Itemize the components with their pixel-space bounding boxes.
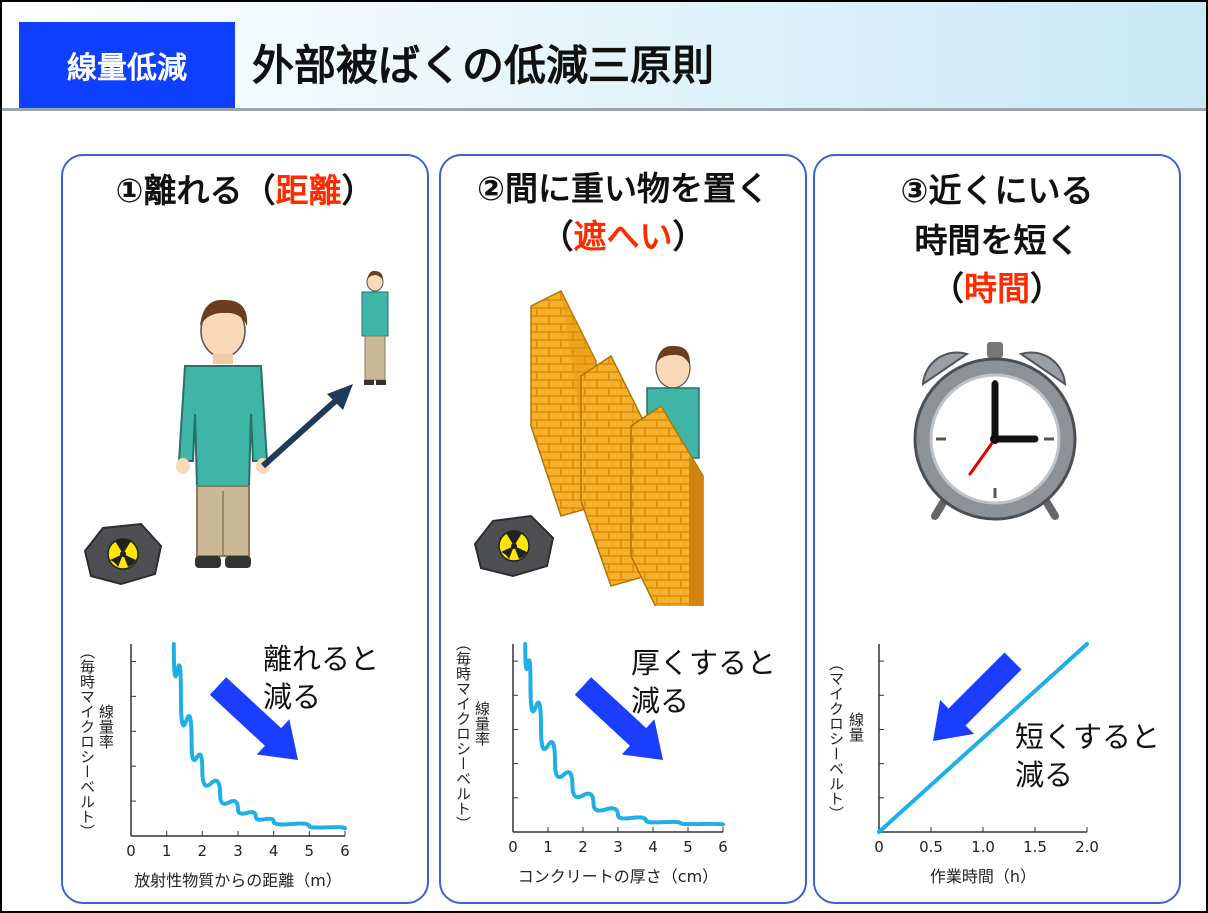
y-axis-unit: （毎時マイクロシーベルト） bbox=[78, 644, 96, 839]
alarm-clock-icon bbox=[913, 342, 1077, 521]
radioactive-rock-icon bbox=[83, 522, 163, 586]
panel-title-line2: 時間を短く bbox=[914, 221, 1080, 260]
time-chart: 0 0.5 1.0 1.5 2.0 作業時間（h） bbox=[874, 642, 1099, 886]
arrow-shape bbox=[209, 677, 298, 760]
panel-title-line1: ②間に重い物を置く bbox=[477, 169, 769, 208]
move-away-arrow bbox=[260, 393, 344, 469]
x-tick-label: 5 bbox=[683, 838, 693, 856]
arrow-shape bbox=[574, 677, 663, 760]
x-axis-label: コンクリートの厚さ（cm） bbox=[518, 867, 718, 886]
y-axis-label: 線量率 bbox=[473, 701, 491, 746]
y-axis-label: 線量率 bbox=[97, 704, 115, 749]
x-tick-label: 4 bbox=[269, 842, 279, 860]
x-tick-label: 0 bbox=[508, 838, 518, 856]
radioactive-rock-icon bbox=[473, 514, 555, 578]
header-bar: 線量低減 外部被ばくの低減三原則 bbox=[2, 2, 1206, 111]
x-tick-label: 1 bbox=[543, 838, 553, 856]
shielding-illustration bbox=[473, 289, 704, 606]
page-title: 外部被ばくの低減三原則 bbox=[252, 41, 715, 90]
decrease-arrow-icon bbox=[209, 677, 298, 760]
y-axis-unit: （毎時マイクロシーベルト） bbox=[454, 636, 472, 831]
panel-title-line2: （遮へい） bbox=[540, 217, 706, 256]
time-illustration bbox=[913, 342, 1077, 521]
annotation-text: 離れると 減る bbox=[263, 642, 380, 714]
x-tick-label: 0 bbox=[126, 842, 136, 860]
x-tick-label: 0 bbox=[874, 838, 884, 856]
x-tick-label: 6 bbox=[340, 842, 350, 860]
x-tick-label: 3 bbox=[613, 838, 623, 856]
panel-shielding: ②間に重い物を置く （遮へい） bbox=[439, 154, 807, 904]
data-series-line bbox=[523, 642, 725, 827]
x-tick-label: 1 bbox=[162, 842, 172, 860]
panel-time: ③近くにいる 時間を短く （時間） bbox=[813, 154, 1181, 904]
distance-illustration bbox=[83, 270, 389, 586]
x-tick-label: 2.0 bbox=[1075, 838, 1099, 856]
person-near-icon bbox=[176, 299, 270, 568]
x-tick-label: 6 bbox=[718, 838, 728, 856]
y-axis-unit: （マイクロシーベルト） bbox=[827, 656, 845, 821]
panel-title-line1: ③近くにいる bbox=[900, 171, 1094, 210]
panel-distance: ①離れる（距離） bbox=[61, 154, 429, 904]
keyword-time: 時間 bbox=[964, 269, 1030, 308]
x-axis-label: 作業時間（h） bbox=[930, 867, 1036, 886]
data-series-line bbox=[171, 642, 347, 831]
distance-chart: 0 1 2 3 4 5 6 放射性物質からの距離（m） bbox=[126, 642, 350, 890]
brick-wall-icon bbox=[530, 289, 704, 606]
panel-title: ①離れる（距離） bbox=[115, 171, 375, 210]
x-tick-label: 1.5 bbox=[1023, 838, 1047, 856]
decrease-arrow-icon bbox=[933, 652, 1022, 741]
decrease-arrow-icon bbox=[574, 677, 663, 760]
category-tag: 線量低減 bbox=[19, 22, 235, 108]
keyword-distance: 距離 bbox=[275, 171, 342, 210]
arrow-shape bbox=[933, 652, 1022, 741]
x-tick-label: 1.0 bbox=[971, 838, 995, 856]
x-tick-label: 2 bbox=[578, 838, 588, 856]
annotation-text: 厚くすると 減る bbox=[631, 646, 777, 718]
x-tick-label: 5 bbox=[305, 842, 315, 860]
y-axis-label: 線量 bbox=[847, 712, 865, 742]
x-tick-label: 3 bbox=[233, 842, 243, 860]
x-tick-label: 2 bbox=[198, 842, 208, 860]
annotation-text: 短くすると 減る bbox=[1015, 720, 1161, 792]
keyword-shielding: 遮へい bbox=[573, 217, 673, 256]
x-tick-label: 0.5 bbox=[919, 838, 943, 856]
data-series-line bbox=[877, 642, 1089, 834]
x-tick-label: 4 bbox=[648, 838, 658, 856]
person-far-icon bbox=[361, 270, 389, 385]
panel-title-line3: （時間） bbox=[931, 269, 1063, 308]
x-axis-label: 放射性物質からの距離（m） bbox=[134, 871, 342, 890]
